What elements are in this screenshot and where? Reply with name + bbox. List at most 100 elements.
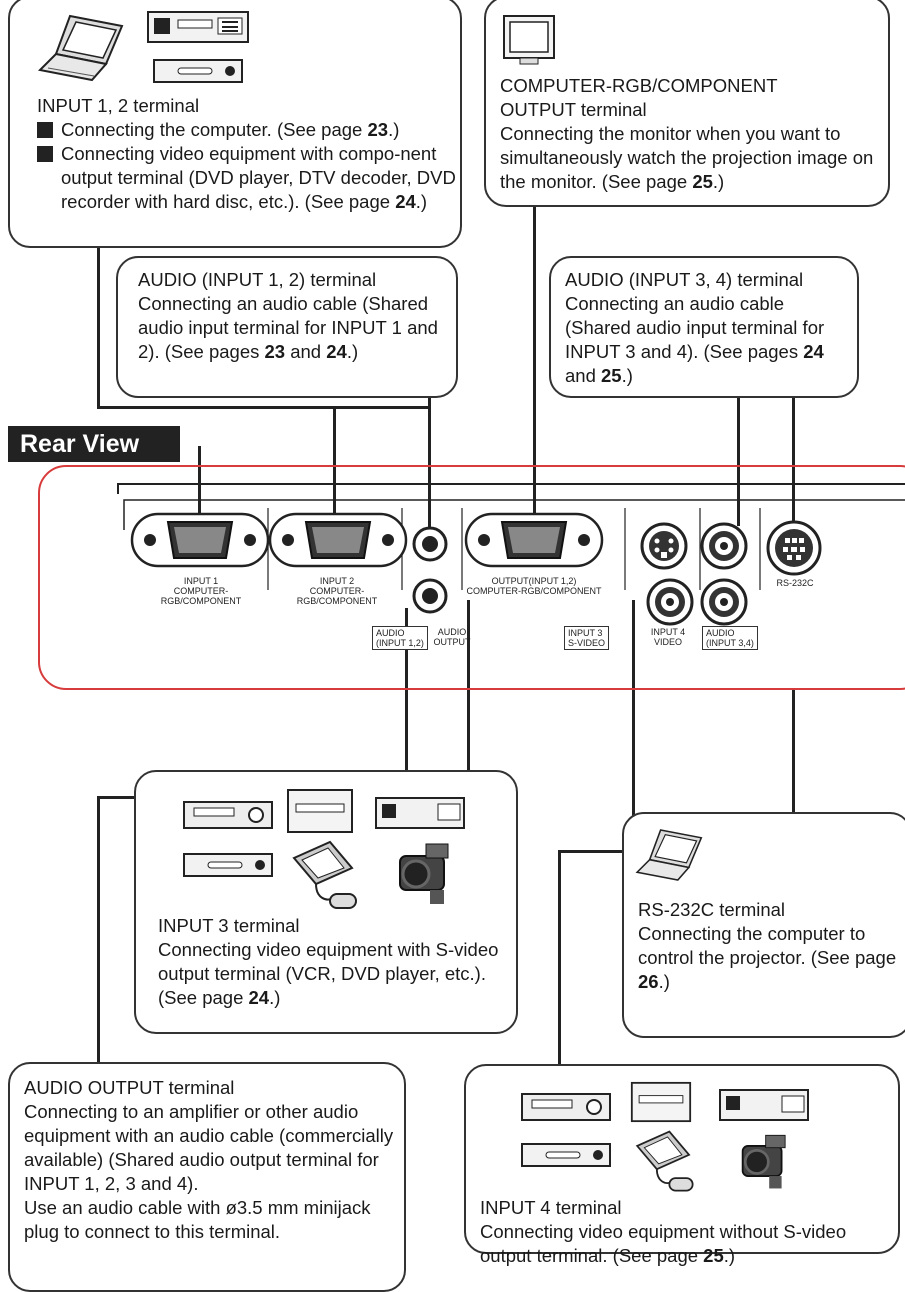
- connector-line: [737, 398, 740, 526]
- audio12-callout: AUDIO (INPUT 1, 2) terminal Connecting a…: [116, 256, 458, 398]
- vga-port-icon: [464, 512, 604, 568]
- dvd-player-icon: [287, 789, 353, 833]
- connector-line: [405, 608, 408, 798]
- video-text: VIDEO: [653, 637, 682, 647]
- input3-end: .): [269, 987, 281, 1008]
- audio-output-text2: Use an audio cable with ø3.5 mm minijack…: [24, 1197, 371, 1242]
- connector-line: [792, 690, 795, 815]
- page-ref: 25: [692, 171, 713, 192]
- output-text-end: .): [712, 171, 725, 192]
- dvd-player-icon: [147, 11, 249, 43]
- audio-output-text1: Connecting to an amplifier or other audi…: [24, 1101, 394, 1194]
- rs232-label-text: RS-232C: [776, 578, 814, 588]
- audio34-mid: and: [565, 365, 602, 386]
- audio12-heading: AUDIO (INPUT 1, 2) terminal: [138, 269, 377, 290]
- output-label: OUTPUT(INPUT 1,2) COMPUTER-RGB/COMPONENT: [464, 576, 604, 596]
- rgb-comp-label: COMPUTER-RGB/COMPONENT: [160, 586, 242, 606]
- input4-callout: INPUT 4 terminal Connecting video equipm…: [464, 1064, 900, 1266]
- game-console-icon: [635, 1130, 694, 1192]
- input4-text: Connecting video equipment without S-vid…: [480, 1221, 847, 1266]
- dvd-recorder-icon: [521, 1143, 611, 1167]
- input12-bullet1: Connecting the computer. (See page: [61, 119, 368, 140]
- connector-line: [632, 600, 635, 852]
- output-text: Connecting the monitor when you want to …: [500, 123, 874, 192]
- rear-view-title: Rear View: [8, 426, 180, 462]
- game-console-icon: [292, 840, 357, 909]
- audio-in-text: AUDIO: [376, 628, 405, 638]
- page-ref: 23: [264, 341, 286, 362]
- rgb-comp-label: COMPUTER-RGB/COMPONENT: [296, 586, 378, 606]
- audio34-heading: AUDIO (INPUT 3, 4) terminal: [565, 269, 804, 290]
- page-ref: 24: [248, 987, 270, 1008]
- connector-line: [467, 600, 470, 780]
- input2-label-text: INPUT 2: [319, 576, 355, 586]
- input3-heading: INPUT 3 terminal: [158, 915, 300, 936]
- svideo-port-icon: [640, 522, 688, 570]
- audio-output-callout: AUDIO OUTPUT terminal Connecting to an a…: [8, 1062, 406, 1292]
- audio34-label: AUDIO (INPUT 3,4): [702, 626, 758, 650]
- input2-label: INPUT 2 COMPUTER-RGB/COMPONENT: [274, 576, 400, 606]
- audio-out-sub: OUTPUT: [433, 637, 471, 647]
- input4-label: INPUT 4 VIDEO: [638, 627, 698, 647]
- rs232-end: .): [658, 971, 670, 992]
- audio-in-sub: (INPUT 1,2): [376, 638, 424, 648]
- connector-line: [97, 796, 100, 1064]
- audio-in-jack-icon: [412, 526, 448, 562]
- output-label-text: OUTPUT(INPUT 1,2): [491, 576, 577, 586]
- audio-in-label: AUDIO (INPUT 1,2): [372, 626, 428, 650]
- bullet-icon: [37, 146, 53, 162]
- page-ref: 25: [703, 1245, 724, 1266]
- input4-text: INPUT 4: [650, 627, 686, 637]
- audio-out-text: AUDIO: [437, 627, 467, 637]
- rs232-port-icon: [766, 520, 822, 576]
- vcr-icon: [183, 801, 273, 829]
- svideo-text: S-VIDEO: [568, 638, 606, 648]
- output-heading-1: COMPUTER-RGB/COMPONENT: [500, 75, 778, 96]
- laptop-icon: [635, 829, 703, 881]
- rca-jack-icon: [646, 578, 694, 626]
- camcorder-icon: [741, 1134, 786, 1189]
- rca-jack-icon: [700, 522, 748, 570]
- input3-label: INPUT 3 S-VIDEO: [564, 626, 610, 650]
- audio12-end: .): [346, 341, 359, 362]
- connector-line: [533, 205, 536, 525]
- audio-out-jack-icon: [412, 578, 448, 614]
- input1-label-text: INPUT 1: [183, 576, 219, 586]
- page-ref: 23: [367, 119, 389, 140]
- rs232-heading: RS-232C terminal: [638, 899, 786, 920]
- rgb-comp-label: COMPUTER-RGB/COMPONENT: [466, 586, 602, 596]
- audio34-end: .): [621, 365, 633, 386]
- audio34-label-sub: (INPUT 3,4): [706, 638, 754, 648]
- rca-jack-icon: [700, 578, 748, 626]
- rs232-text: Connecting the computer to control the p…: [638, 923, 897, 968]
- input1-label: INPUT 1 COMPUTER-RGB/COMPONENT: [138, 576, 264, 606]
- audio12-mid: and: [285, 341, 327, 362]
- input12-bullet2: Connecting video equipment with compo-ne…: [61, 143, 456, 212]
- vga-port-icon: [268, 512, 408, 568]
- input12-bullet1-end: .): [388, 119, 400, 140]
- dvd-recorder-icon: [183, 853, 273, 877]
- camcorder-icon: [399, 843, 449, 904]
- audio34-text: Connecting an audio cable (Shared audio …: [565, 293, 825, 362]
- page-ref: 24: [326, 341, 347, 362]
- connector-line: [428, 396, 431, 528]
- output-heading-2: OUTPUT terminal: [500, 99, 647, 120]
- rs232-label: RS-232C: [770, 578, 820, 588]
- input4-heading: INPUT 4 terminal: [480, 1197, 622, 1218]
- monitor-icon: [503, 15, 555, 65]
- connector-line: [792, 350, 795, 528]
- laptop-icon: [37, 14, 124, 82]
- audio12-text: Connecting an audio cable (Shared audio …: [138, 293, 438, 362]
- rear-panel: [38, 465, 905, 690]
- audio34-callout: AUDIO (INPUT 3, 4) terminal Connecting a…: [549, 256, 859, 398]
- dvd-player-icon: [375, 797, 465, 829]
- dvd-player-icon: [630, 1081, 692, 1123]
- page-ref: 24: [395, 191, 416, 212]
- rs232-callout: RS-232C terminal Connecting the computer…: [622, 812, 905, 1038]
- dvd-recorder-icon: [153, 59, 243, 83]
- input3-text: INPUT 3: [568, 628, 603, 638]
- input3-callout: INPUT 3 terminal Connecting video equipm…: [134, 770, 518, 1034]
- input4-end: .): [723, 1245, 736, 1266]
- audio-out-label: AUDIO OUTPUT: [432, 627, 472, 647]
- page-ref: 24: [803, 341, 824, 362]
